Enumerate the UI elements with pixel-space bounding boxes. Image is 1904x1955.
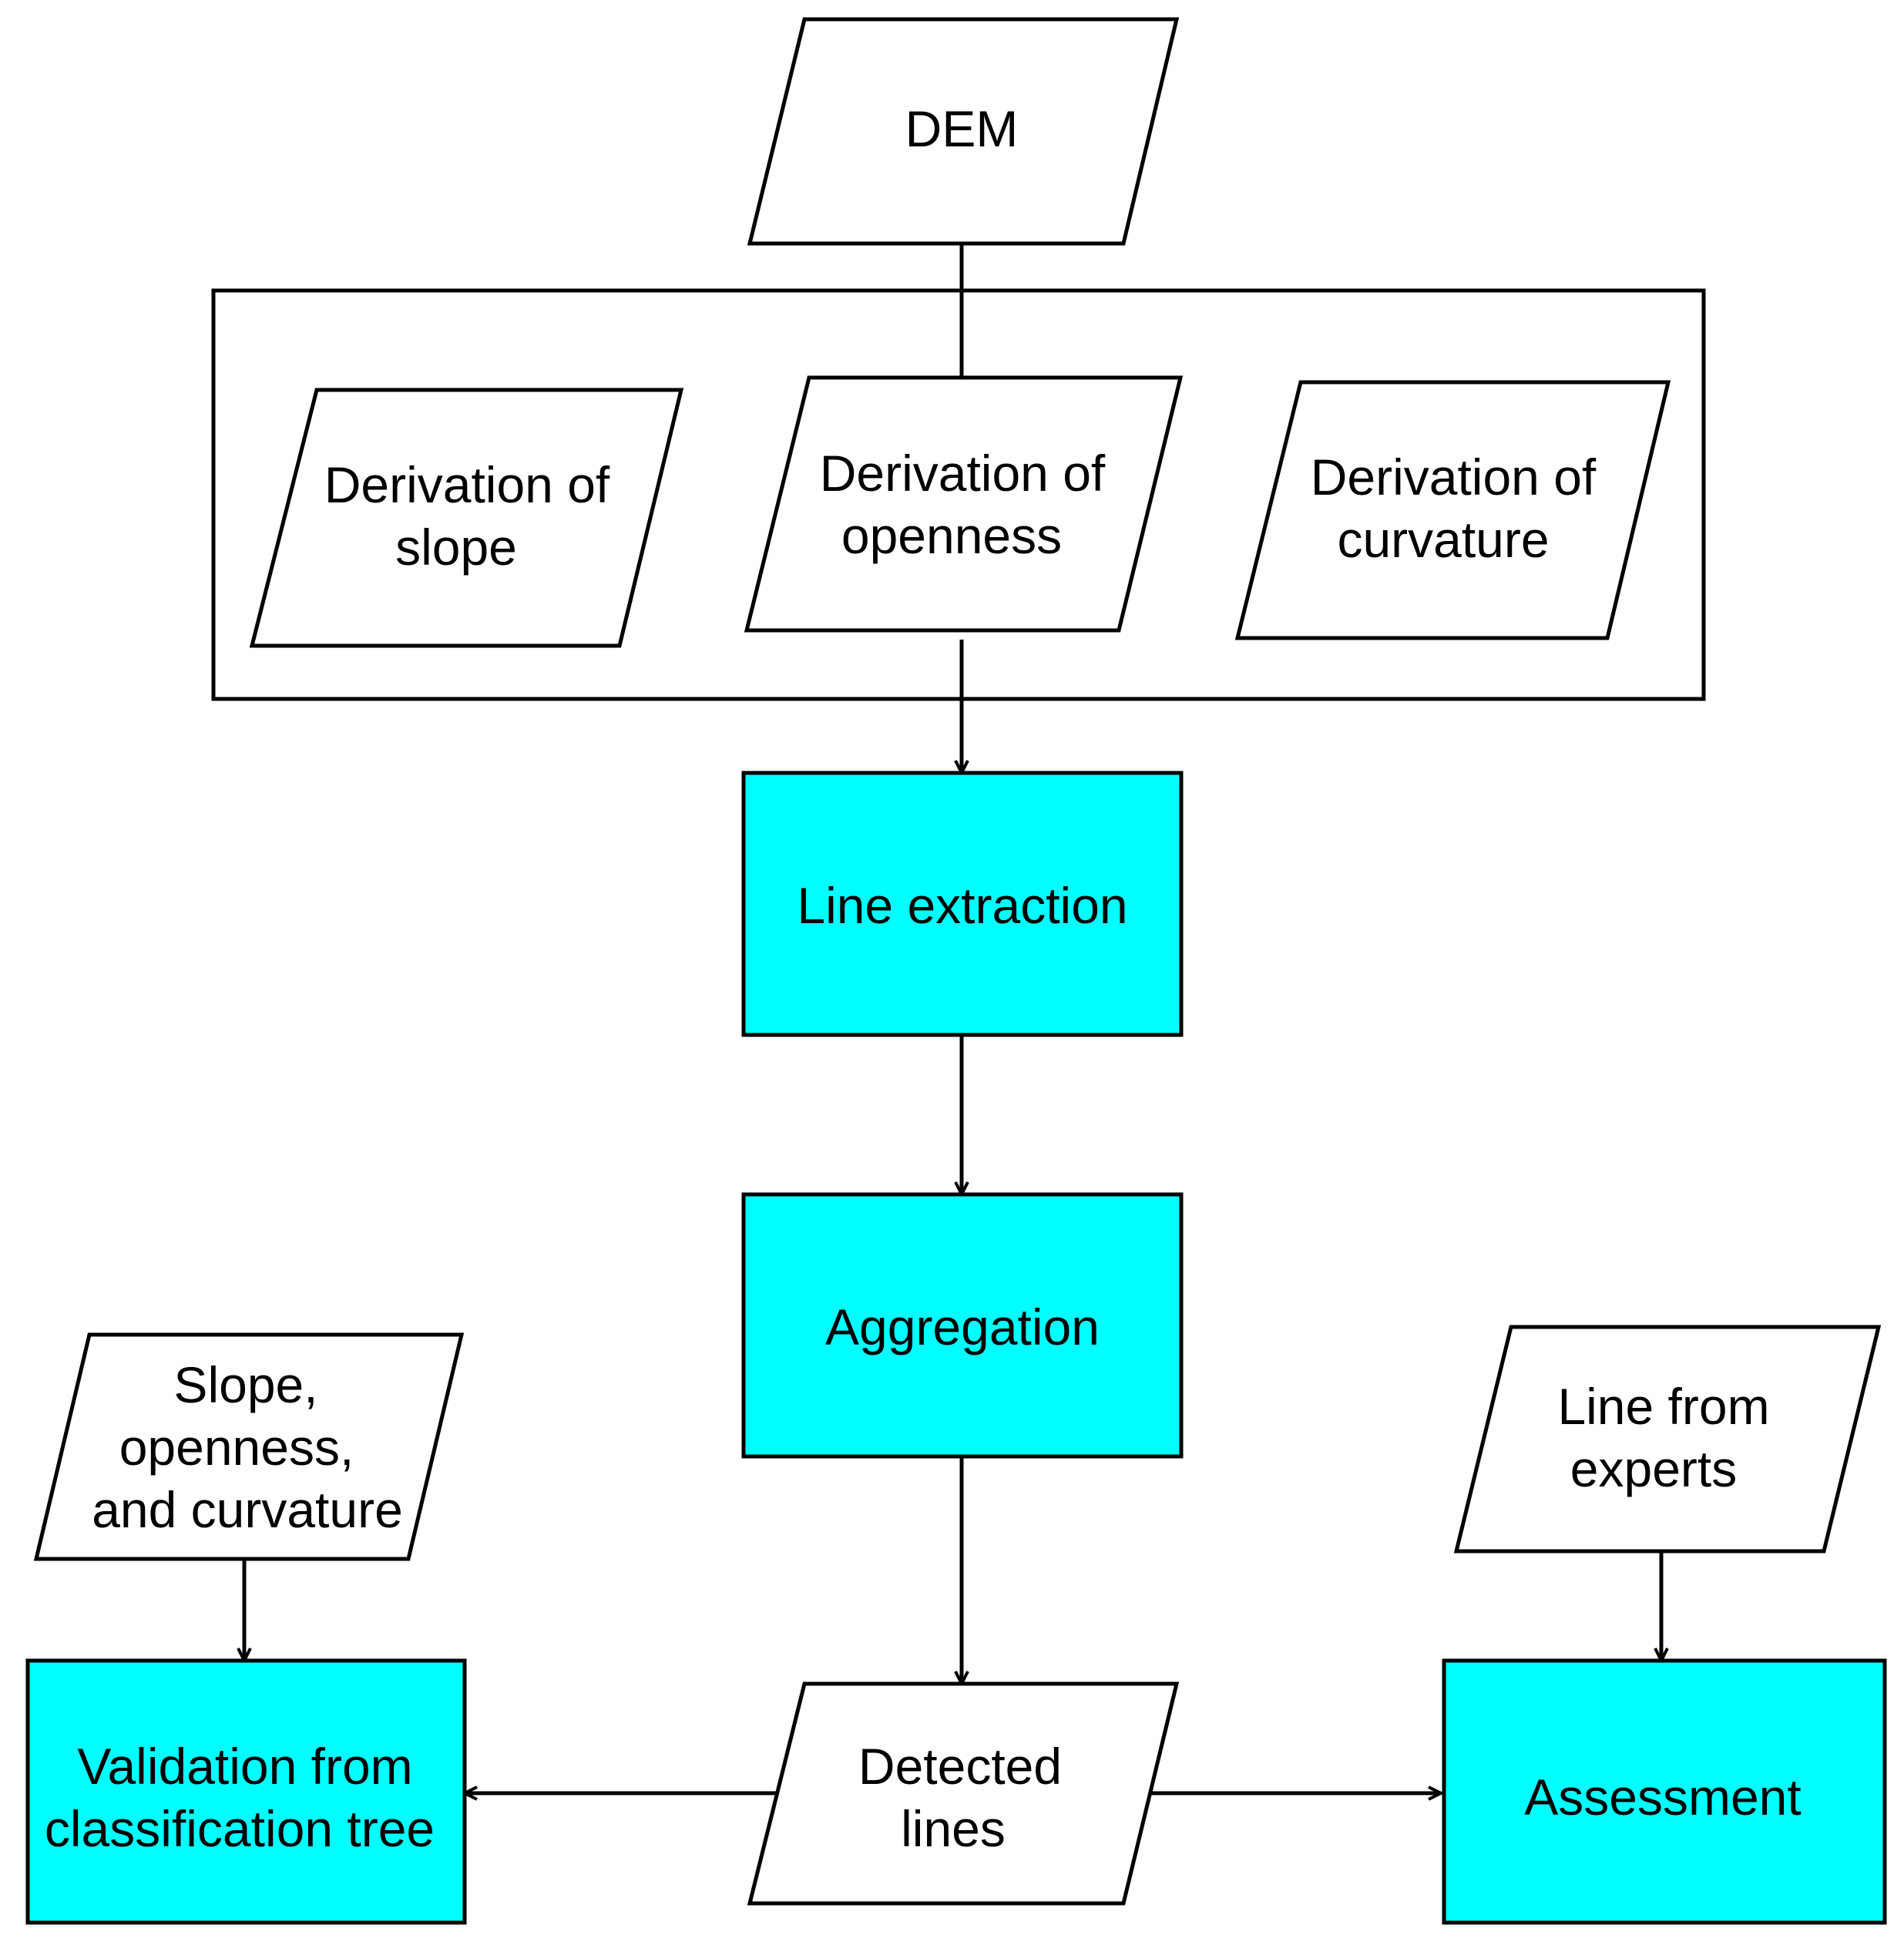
detected-lines-label-line1: Detected: [858, 1738, 1062, 1795]
curvature-shape: [1234, 380, 1671, 640]
node-detected-lines: Detected lines: [747, 1681, 1180, 1906]
inputs-label-line2: openness,: [119, 1419, 354, 1476]
inputs-label-line1: Slope,: [173, 1356, 317, 1413]
validation-shape: [25, 1658, 467, 1925]
inputs-label-line3: and curvature: [92, 1481, 403, 1538]
node-line-extraction: Line extraction: [741, 771, 1184, 1037]
dem-shape: [747, 17, 1180, 246]
dem-label: DEM: [905, 100, 1019, 157]
curvature-label-line1: Derivation of: [1311, 448, 1597, 506]
node-assessment: Assessment: [1442, 1658, 1887, 1925]
aggregation-shape: [741, 1192, 1184, 1459]
line-extraction-label: Line extraction: [797, 877, 1127, 934]
experts-label-line1: Line from: [1557, 1378, 1769, 1435]
slope-shape: [249, 388, 684, 648]
inputs-shape: [33, 1332, 465, 1561]
slope-label-line2: slope: [395, 519, 517, 576]
node-dem: DEM: [747, 17, 1180, 246]
validation-label-line2: classification tree: [45, 1800, 435, 1857]
slope-label-line1: Derivation of: [324, 456, 610, 513]
assessment-shape: [1442, 1658, 1887, 1925]
node-derivation-curvature: Derivation of curvature: [1234, 380, 1671, 640]
node-terrain-inputs: Slope, openness, and curvature: [33, 1332, 465, 1561]
openness-shape: [744, 375, 1184, 633]
aggregation-label: Aggregation: [825, 1298, 1100, 1355]
openness-label-line1: Derivation of: [820, 445, 1106, 502]
experts-shape: [1453, 1325, 1882, 1554]
line-extraction-shape: [741, 771, 1184, 1037]
node-aggregation: Aggregation: [741, 1192, 1184, 1459]
node-derivation-slope: Derivation of slope: [249, 388, 684, 648]
detected-lines-label-line2: lines: [901, 1800, 1006, 1857]
assessment-label: Assessment: [1524, 1769, 1801, 1826]
node-validation: Validation from classification tree: [25, 1658, 467, 1925]
experts-label-line2: experts: [1570, 1440, 1737, 1497]
openness-label-line2: openness: [841, 507, 1062, 564]
validation-label-line1: Validation from: [77, 1738, 412, 1795]
derivation-group-box: [211, 288, 1706, 701]
node-derivation-openness: Derivation of openness: [744, 375, 1184, 633]
detected-lines-shape: [747, 1681, 1180, 1906]
node-line-from-experts: Line from experts: [1453, 1325, 1882, 1554]
curvature-label-line2: curvature: [1337, 511, 1549, 568]
